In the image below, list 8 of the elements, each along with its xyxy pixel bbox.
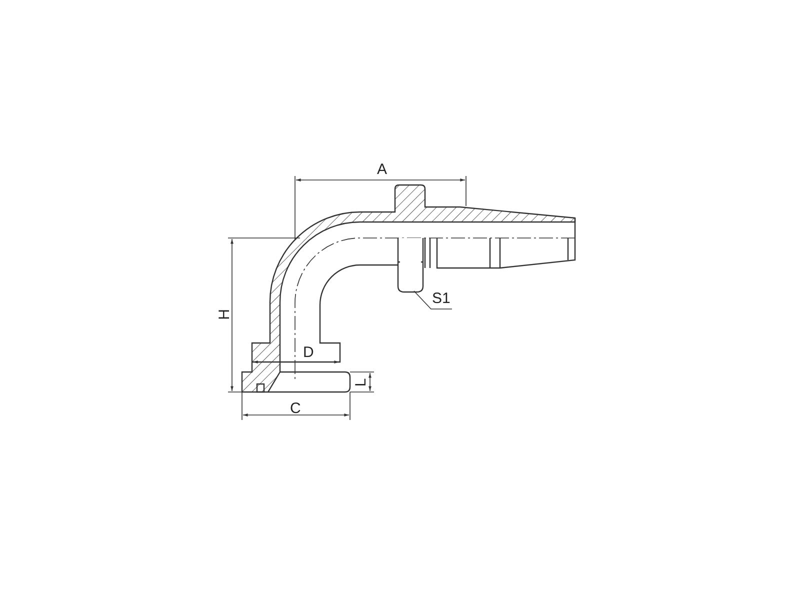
dimension-label: L bbox=[354, 378, 369, 387]
dimension-label: H bbox=[216, 309, 232, 320]
hex-nut bbox=[397, 237, 424, 293]
leader-line bbox=[414, 290, 452, 310]
dimension-label: A bbox=[377, 162, 388, 177]
dimension-label: C bbox=[290, 401, 301, 416]
dimension-label: D bbox=[303, 345, 314, 360]
callout-label: S1 bbox=[432, 291, 450, 306]
